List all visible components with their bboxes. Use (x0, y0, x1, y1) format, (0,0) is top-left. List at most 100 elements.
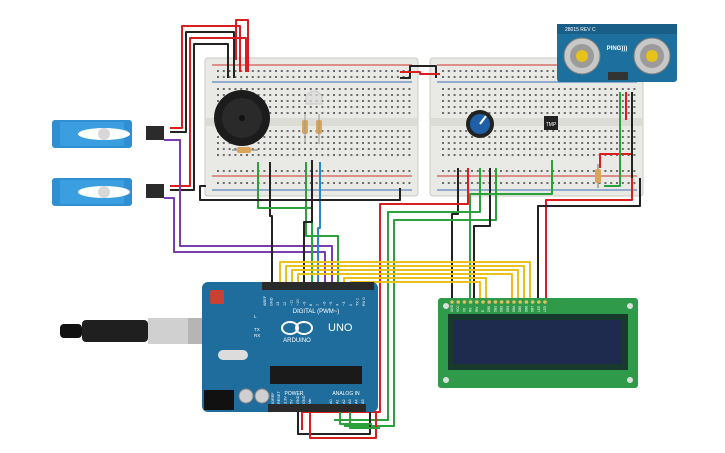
breadboard-hole (552, 88, 555, 90)
wire-yellow (297, 273, 513, 298)
breadboard-hole (494, 100, 497, 102)
breadboard-hole (309, 106, 312, 108)
breadboard-hole (338, 106, 341, 108)
breadboard-hole (344, 154, 347, 156)
breadboard-hole (391, 88, 393, 90)
breadboard-hole (298, 100, 301, 102)
breadboard-hole (581, 154, 584, 156)
breadboard-hole (304, 88, 306, 90)
wire-black (170, 31, 235, 133)
temperature-sensor: TMP (544, 116, 558, 130)
breadboard-hole (396, 106, 399, 108)
breadboard-hole (616, 130, 618, 132)
breadboard-hole (391, 106, 393, 108)
breadboard-hole (321, 170, 324, 172)
breadboard-hole (558, 170, 560, 172)
breadboard-hole (523, 106, 526, 108)
arduino-brand: ARDUINO (283, 338, 311, 344)
breadboard-hole (459, 170, 462, 172)
breadboard-hole (222, 142, 225, 144)
breadboard-hole (379, 136, 382, 138)
breadboard-hole (447, 148, 450, 150)
arduino-model: UNO (328, 322, 353, 334)
breadboard-hole (298, 148, 301, 150)
breadboard-hole (333, 112, 335, 114)
breadboard-hole (505, 106, 508, 108)
breadboard-hole (385, 148, 388, 150)
breadboard-hole (309, 130, 312, 132)
breadboard-hole (263, 148, 266, 150)
breadboard-hole (286, 76, 289, 78)
breadboard-hole (373, 112, 376, 114)
breadboard-hole (442, 106, 444, 108)
breadboard-hole (217, 76, 219, 78)
breadboard-hole (338, 112, 341, 114)
breadboard-hole (546, 136, 549, 138)
tmp-label: TMP (546, 122, 557, 128)
breadboard-hole (529, 136, 531, 138)
breadboard-hole (546, 148, 549, 150)
breadboard-hole (563, 170, 566, 172)
breadboard-hole (500, 154, 502, 156)
breadboard-hole (621, 130, 624, 132)
breadboard-hole (333, 94, 335, 96)
breadboard-hole (309, 136, 312, 138)
breadboard-hole (488, 148, 491, 150)
breadboard-hole (621, 112, 624, 114)
breadboard-hole (373, 94, 376, 96)
breadboard-hole (356, 76, 359, 78)
breadboard-hole (534, 136, 537, 138)
breadboard-hole (476, 88, 479, 90)
breadboard-hole (610, 170, 613, 172)
breadboard-hole (298, 182, 301, 184)
breadboard-hole (500, 112, 502, 114)
breadboard-hole (482, 182, 485, 184)
breadboard-hole (228, 170, 231, 172)
breadboard-hole (292, 142, 295, 144)
ultrasonic-label: PING))) (607, 46, 628, 52)
breadboard-hole (616, 170, 618, 172)
breadboard-hole (442, 112, 444, 114)
breadboard-hole (408, 130, 411, 132)
breadboard-hole (592, 88, 595, 90)
breadboard-hole (356, 136, 359, 138)
breadboard-hole (379, 130, 382, 132)
breadboard-hole (373, 154, 376, 156)
breadboard-hole (327, 100, 330, 102)
breadboard-hole (587, 100, 589, 102)
resistor-pair (302, 114, 322, 144)
breadboard-hole (327, 70, 330, 72)
pin-label: 7 (316, 304, 320, 306)
breadboard-hole (367, 88, 370, 90)
breadboard-hole (540, 106, 543, 108)
breadboard-hole (598, 100, 601, 102)
breadboard-hole (488, 154, 491, 156)
breadboard-hole (246, 154, 248, 156)
breadboard-hole (327, 112, 330, 114)
breadboard-hole (362, 88, 364, 90)
breadboard-hole (280, 70, 283, 72)
pin-label: 4 (336, 304, 340, 306)
breadboard-hole (356, 100, 359, 102)
lcd-pin-label: GND (450, 304, 454, 312)
power-header: POWER (285, 391, 304, 397)
breadboard-hole (408, 100, 411, 102)
breadboard-hole (465, 70, 468, 72)
breadboard-hole (333, 100, 335, 102)
servo-bottom (52, 178, 164, 206)
breadboard-hole (402, 130, 405, 132)
breadboard-hole (350, 148, 353, 150)
breadboard-hole (367, 100, 370, 102)
breadboard-hole (447, 88, 450, 90)
breadboard-hole (304, 154, 306, 156)
breadboard-hole (581, 148, 584, 150)
lcd-pin (493, 300, 498, 304)
breadboard-hole (385, 106, 388, 108)
breadboard-hole (575, 182, 578, 184)
lcd-pin-label: DB5 (518, 306, 522, 312)
lcd-pin-label: DB2 (500, 306, 504, 312)
lcd-pin-label: V0 (462, 308, 466, 312)
breadboard-hole (604, 136, 607, 138)
breadboard-hole (309, 142, 312, 144)
breadboard-hole (379, 94, 382, 96)
